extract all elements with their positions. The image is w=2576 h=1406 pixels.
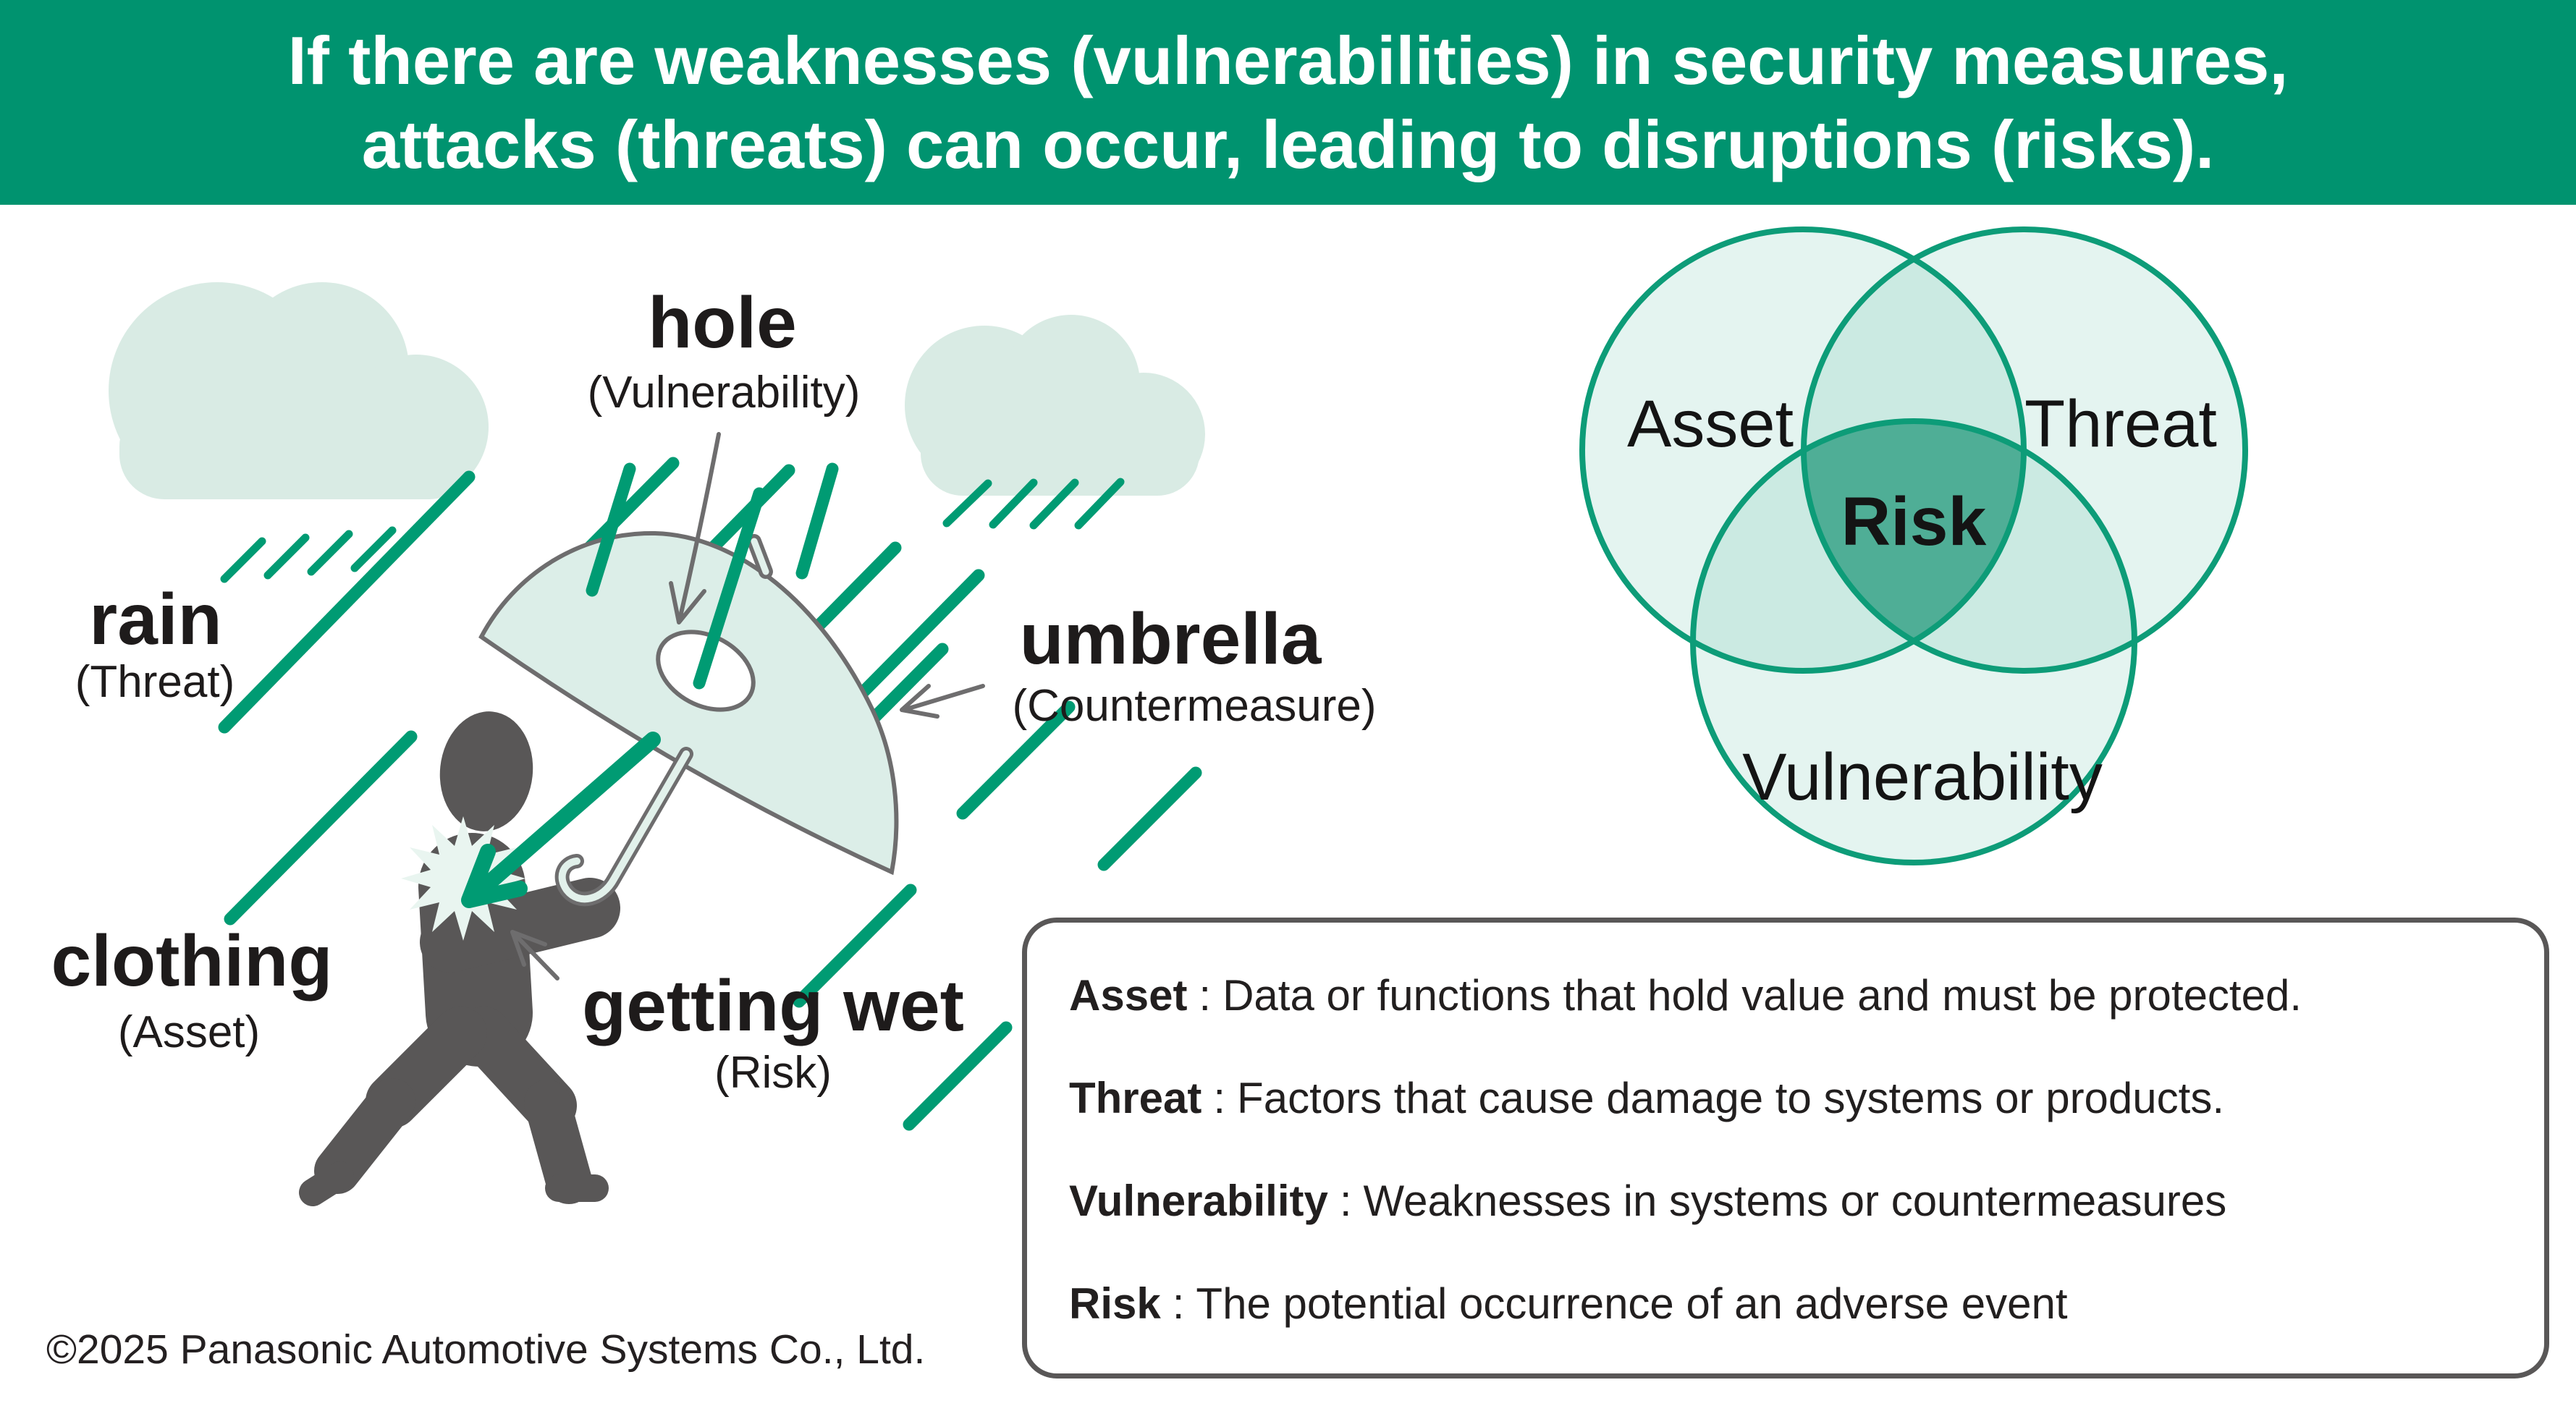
definition-term: Threat — [1069, 1074, 1202, 1122]
rain-impact-arrow — [461, 732, 661, 908]
definition-row-threat: Threat:Factors that cause damage to syst… — [1069, 1074, 2224, 1122]
umbrella-pointer-arrow — [904, 684, 985, 711]
banner-line-2: attacks (threats) can occur, leading to … — [361, 106, 2215, 182]
venn-label-risk: Risk — [1841, 483, 1987, 560]
copyright-text: ©2025 Panasonic Automotive Systems Co., … — [46, 1326, 926, 1373]
hole-label: hole — [648, 282, 797, 363]
banner-line-1: If there are weaknesses (vulnerabilities… — [287, 22, 2289, 98]
venn-label-threat: Threat — [2024, 387, 2217, 461]
hole-sublabel: (Vulnerability) — [587, 368, 861, 418]
rain-label: rain — [89, 579, 222, 660]
hole-pointer-arrow — [678, 432, 721, 619]
person-head — [439, 711, 533, 831]
rain-dashes — [220, 478, 1125, 583]
umbrella-shaft — [554, 747, 693, 907]
venn-risk-center — [1804, 420, 2024, 641]
venn-diagram — [1579, 226, 2248, 865]
cloud-left-icon — [109, 282, 489, 499]
definition-text: Weaknesses in systems or countermeasures — [1363, 1177, 2227, 1225]
definition-row-vulnerability: Vulnerability:Weaknesses in systems or c… — [1069, 1177, 2227, 1225]
getting-wet-pointer-arrow — [510, 930, 559, 981]
definition-term: Risk — [1069, 1279, 1161, 1328]
venn-label-vulnerability: Vulnerability — [1742, 740, 2103, 814]
definition-text: Data or functions that hold value and mu… — [1222, 971, 2302, 1020]
venn-label-asset: Asset — [1626, 387, 1794, 461]
definition-row-asset: Asset:Data or functions that hold value … — [1069, 971, 2302, 1020]
person-figure — [299, 711, 620, 1206]
pointer-arrows — [510, 432, 985, 981]
umbrella-sublabel: (Countermeasure) — [1012, 681, 1377, 731]
clothing-sublabel: (Asset) — [117, 1007, 261, 1057]
getting-wet-label: getting wet — [582, 965, 964, 1046]
definition-row-risk: Risk:The potential occurrence of an adve… — [1069, 1279, 2068, 1328]
clothing-label: clothing — [51, 920, 333, 1001]
definition-term: Asset — [1069, 971, 1188, 1020]
rain-sublabel: (Threat) — [75, 657, 235, 707]
definitions-box: Asset:Data or functions that hold value … — [1022, 918, 2549, 1379]
impact-starburst-icon — [401, 816, 525, 941]
umbrella-label: umbrella — [1019, 598, 1322, 679]
definition-text: Factors that cause damage to systems or … — [1237, 1074, 2224, 1122]
rain-on-umbrella — [586, 462, 839, 690]
banner: If there are weaknesses (vulnerabilities… — [0, 0, 2576, 205]
definition-term: Vulnerability — [1069, 1177, 1328, 1225]
definition-text: The potential occurrence of an adverse e… — [1196, 1279, 2068, 1328]
cloud-right-icon — [905, 315, 1205, 496]
getting-wet-sublabel: (Risk) — [714, 1048, 832, 1098]
umbrella-icon — [478, 530, 899, 907]
